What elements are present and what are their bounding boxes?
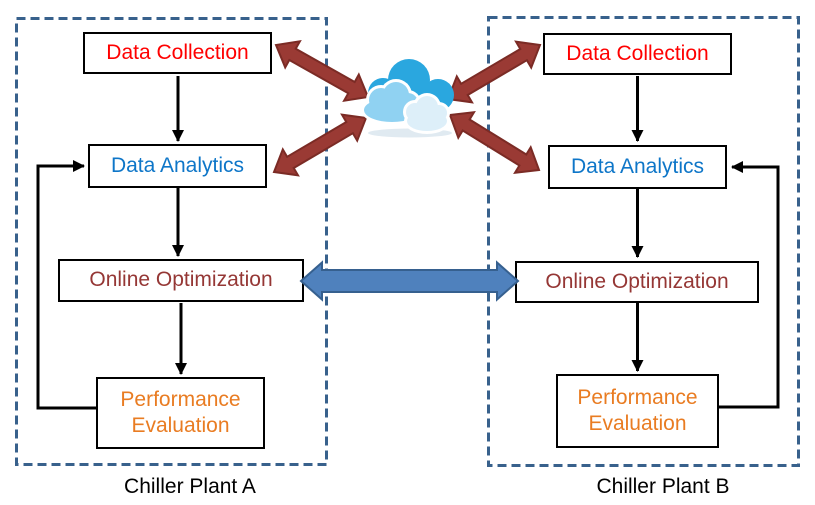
plant-a-online-optimization-box: Online Optimization [58,259,304,302]
cloud-icon [361,59,454,138]
plant-a-analytics-cloud-sync-arrow [272,113,368,177]
plant-a-performance-evaluation-box: Performance Evaluation [96,377,265,449]
plant-a-collection-cloud-sync-arrow [274,39,370,103]
plant-b-online-optimization-box: Online Optimization [515,261,759,303]
plant-a-label: Chiller Plant A [124,475,256,498]
plant-a-data-analytics-box: Data Analytics [88,144,267,188]
plant-b-collection-cloud-sync-arrow [446,40,542,104]
plant-b-label: Chiller Plant B [596,475,730,498]
plant-b-data-collection-box: Data Collection [543,33,732,75]
plant-a-b-optimization-link-arrow [299,260,520,302]
plant-b-performance-evaluation-box: Performance Evaluation [556,374,719,448]
plant-a-data-collection-box: Data Collection [83,32,272,74]
plant-b-data-analytics-box: Data Analytics [548,145,727,189]
plant-b-analytics-cloud-sync-arrow [448,110,541,175]
